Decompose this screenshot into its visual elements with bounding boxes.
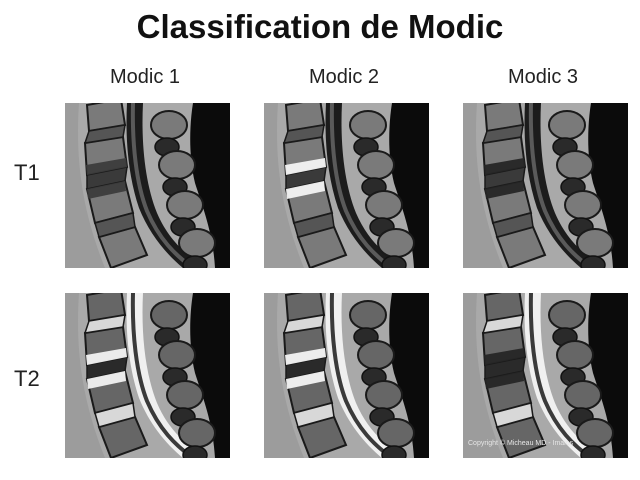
posterior-element <box>166 380 204 410</box>
spinal-cord <box>329 293 394 458</box>
intervertebral-disc <box>94 212 136 238</box>
posterior-region <box>389 103 429 268</box>
posterior-element <box>158 150 196 180</box>
spinal-cord <box>329 103 394 268</box>
posterior-element <box>556 150 594 180</box>
endplate-signal-lower <box>87 181 126 199</box>
figure-title: Classification de Modic <box>136 8 504 45</box>
foramen <box>580 445 606 458</box>
posterior-element <box>178 418 216 448</box>
endplate-signal-upper <box>285 158 326 175</box>
posterior-element <box>158 340 196 370</box>
endplate-signal-upper <box>86 158 127 175</box>
row-label-t2: T2 <box>14 366 40 391</box>
anterior-soft-tissue <box>264 293 304 458</box>
spinal-cord <box>528 293 593 458</box>
anterior-soft-tissue <box>264 103 304 268</box>
posterior-element <box>150 110 188 140</box>
intervertebral-disc <box>481 124 524 144</box>
endplate-signal-upper <box>484 158 525 175</box>
endplate-signal-lower <box>286 371 325 389</box>
anterior-soft-tissue <box>65 103 105 268</box>
posterior-element <box>377 228 415 258</box>
posterior-element <box>349 110 387 140</box>
panel-t1-modic-3 <box>463 103 628 268</box>
posterior-region <box>389 293 429 458</box>
posterior-element <box>365 190 403 220</box>
posterior-element <box>365 380 403 410</box>
foramen <box>580 255 606 268</box>
posterior-element <box>564 380 602 410</box>
endplate-signal-upper <box>285 348 326 365</box>
column-label-modic-1: Modic 1 <box>109 66 181 88</box>
posterior-region <box>588 103 628 268</box>
posterior-element <box>377 418 415 448</box>
posterior-region <box>190 103 230 268</box>
posterior-element <box>576 228 614 258</box>
row-label-t1: T1 <box>14 160 40 185</box>
endplate-signal-lower <box>286 181 325 199</box>
posterior-element <box>166 190 204 220</box>
foramen <box>381 255 407 268</box>
posterior-element <box>548 110 586 140</box>
posterior-element <box>357 150 395 180</box>
posterior-region <box>588 293 628 458</box>
posterior-element <box>178 228 216 258</box>
panel-t2-modic-3 <box>463 293 628 458</box>
posterior-element <box>556 340 594 370</box>
posterior-element <box>357 340 395 370</box>
copyright-text: Copyright © Micheau MD - Imaios <box>468 440 574 447</box>
posterior-element <box>564 190 602 220</box>
posterior-region <box>190 293 230 458</box>
spinal-cord <box>130 103 195 268</box>
intervertebral-disc <box>492 402 534 428</box>
intervertebral-disc <box>83 124 126 144</box>
anterior-soft-tissue <box>463 103 503 268</box>
foramen <box>381 445 407 458</box>
intervertebral-disc <box>293 402 335 428</box>
posterior-element <box>150 300 188 330</box>
spinal-cord <box>528 103 593 268</box>
anterior-soft-tissue <box>65 293 105 458</box>
posterior-element <box>576 418 614 448</box>
column-label-modic-2: Modic 2 <box>308 66 380 88</box>
intervertebral-disc <box>293 212 335 238</box>
spinal-cord <box>130 293 195 458</box>
panel-t2-modic-2 <box>264 293 429 458</box>
panel-t1-modic-2 <box>264 103 429 268</box>
foramen <box>182 445 208 458</box>
anterior-soft-tissue <box>463 293 503 458</box>
intervertebral-disc <box>83 314 126 334</box>
panel-t2-modic-1 <box>65 293 230 458</box>
intervertebral-disc <box>282 314 325 334</box>
foramen <box>182 255 208 268</box>
posterior-element <box>349 300 387 330</box>
endplate-signal-lower <box>87 371 126 389</box>
endplate-signal-upper <box>484 348 525 365</box>
posterior-element <box>548 300 586 330</box>
column-label-modic-3: Modic 3 <box>507 66 579 88</box>
endplate-signal-lower <box>485 181 524 199</box>
endplate-signal-lower <box>485 371 524 389</box>
endplate-signal-upper <box>86 348 127 365</box>
intervertebral-disc <box>282 124 325 144</box>
intervertebral-disc <box>481 314 524 334</box>
intervertebral-disc <box>94 402 136 428</box>
intervertebral-disc <box>492 212 534 238</box>
panel-t1-modic-1 <box>65 103 230 268</box>
